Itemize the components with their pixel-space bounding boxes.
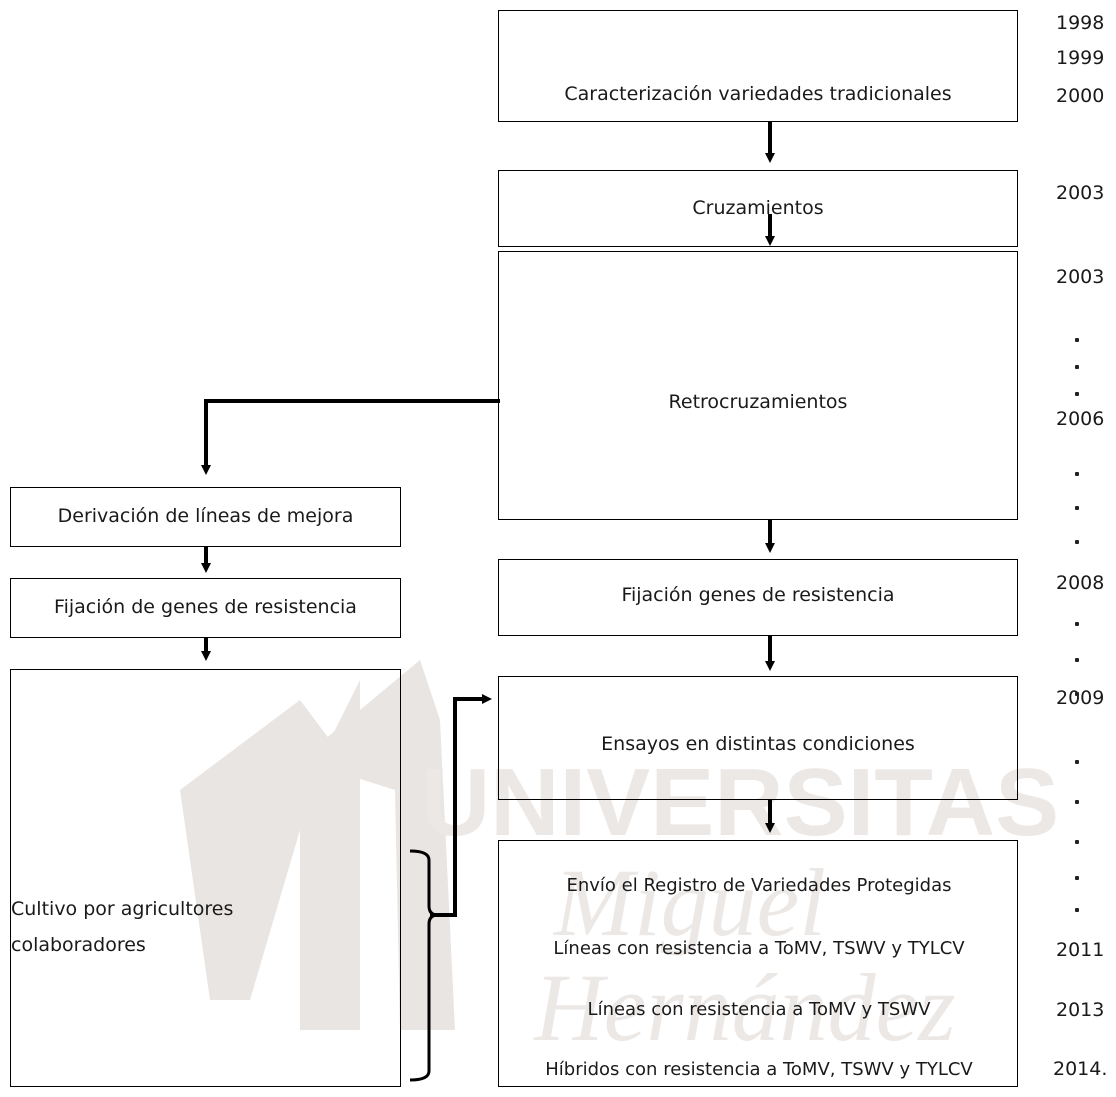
box-caracterizacion: Caracterización variedades tradicionales (498, 10, 1018, 122)
box-fijacion-genes-label: Fijación genes de resistencia (621, 584, 895, 606)
timeline-dot (1075, 658, 1079, 662)
timeline-dot (1075, 840, 1079, 844)
box-fijacion-genes-left-label: Fijación de genes de resistencia (54, 596, 357, 619)
box-caracterizacion-label: Caracterización variedades tradicionales (564, 82, 952, 105)
box-derivacion: Derivación de líneas de mejora (10, 487, 401, 547)
year-2006: 2006 (1056, 408, 1105, 430)
registro-envio-text: Envío el Registro de Variedades Protegid… (566, 875, 952, 896)
timeline-dot (1075, 876, 1079, 880)
arrow-cultivo-to-ensayos (430, 694, 492, 917)
timeline-dot (1075, 800, 1079, 804)
box-retrocruzamientos-label: Retrocruzamientos (668, 391, 848, 413)
year-2011: 2011 (1056, 939, 1105, 961)
box-cultivo-label-line2: colaboradores (11, 934, 146, 956)
curly-bracket (409, 849, 439, 1082)
registro-lineas-tomv-tswv: Líneas con resistencia a ToMV y TSWV (587, 999, 931, 1020)
box-fijacion-genes: Fijación genes de resistencia (498, 559, 1018, 636)
registro-lineas-tomv-tswv-tylcv: Líneas con resistencia a ToMV, TSWV y TY… (553, 938, 965, 959)
timeline-dot (1075, 760, 1079, 764)
arrow-retrocruzamientos-to-derivacion (201, 399, 500, 475)
box-ensayos-label: Ensayos en distintas condiciones (601, 733, 915, 755)
timeline-dot (1075, 908, 1079, 912)
registro-hibridos: Híbridos con resistencia a ToMV, TSWV y … (545, 1059, 973, 1080)
box-cultivo-label-line1: Cultivo por agricultores (11, 897, 234, 920)
year-1999: 1999 (1056, 47, 1105, 69)
box-fijacion-genes-left: Fijación de genes de resistencia (10, 578, 401, 638)
timeline-dot (1075, 365, 1079, 369)
box-cultivo: Cultivo por agricultores colaboradores (10, 669, 401, 1087)
timeline-dot (1075, 506, 1079, 510)
year-2003-retrocruzamientos: 2003 (1056, 266, 1105, 288)
box-retrocruzamientos: Retrocruzamientos (498, 251, 1018, 520)
box-ensayos: Ensayos en distintas condiciones (498, 676, 1018, 800)
timeline-dot (1075, 540, 1079, 544)
year-1998: 1998 (1056, 12, 1105, 34)
timeline-dot (1075, 338, 1079, 342)
year-2014: 2014. (1053, 1058, 1108, 1080)
timeline-dot (1075, 622, 1079, 626)
timeline-dot (1075, 692, 1079, 696)
year-2003-cruzamientos: 2003 (1056, 182, 1105, 204)
box-cruzamientos-label: Cruzamientos (692, 196, 824, 219)
year-2000: 2000 (1056, 85, 1105, 107)
timeline-dot (1075, 392, 1079, 396)
year-2009: 2009 (1056, 687, 1105, 709)
timeline-dot (1075, 472, 1079, 476)
box-cruzamientos: Cruzamientos (498, 170, 1018, 247)
year-2013: 2013 (1056, 999, 1105, 1021)
box-registro (498, 840, 1018, 1087)
box-derivacion-label: Derivación de líneas de mejora (57, 505, 354, 528)
year-2008: 2008 (1056, 572, 1105, 594)
